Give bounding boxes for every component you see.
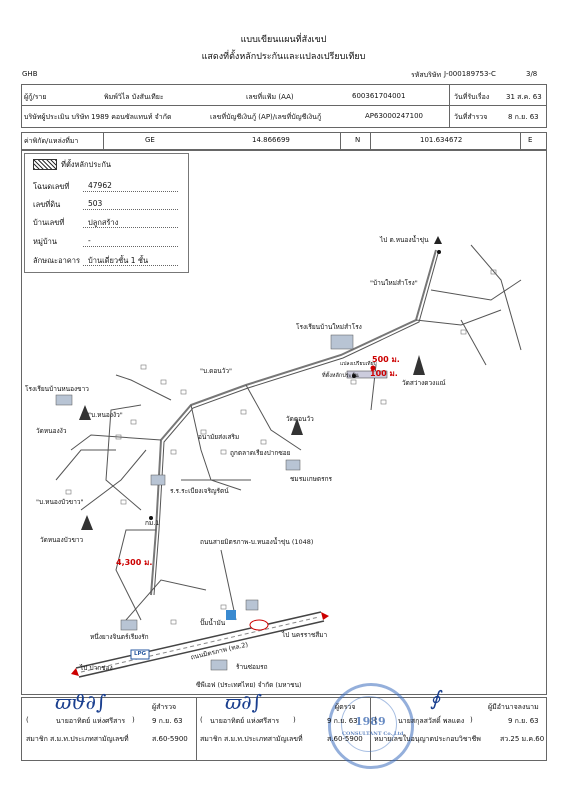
map-label-road-1048: ถนนสายมิตรภาพ-บ.หนองน้ำขุ่น (1048) — [200, 538, 314, 546]
distance-100: 100 ม. — [370, 369, 398, 378]
surveyor-signature: ϖϑ∂∫ — [55, 690, 107, 714]
appraiser-label: บริษัทผู้ประเมิน บริษัท 1989 คอนซัลแทนท์… — [24, 113, 172, 121]
reviewer-member-no: ส.60-5900 — [327, 735, 363, 743]
coord-label: ค่าพิกัด/แหล่งที่มา — [24, 137, 79, 145]
collateral-hatch-icon — [33, 159, 57, 170]
surveyor-name: นายอาทิตย์ แห่งศรีสาร — [56, 717, 126, 725]
map-label-ban-don-wua: "บ.ดอนวัว" — [200, 367, 233, 375]
map-label-ban-nong-ngao: "บ.หนองงัว" — [88, 411, 123, 419]
stamp-text: CONSULTANT Co.,Ltd — [342, 731, 404, 737]
legend-village: - — [88, 236, 91, 245]
distance-4300: 4,300 ม. — [116, 558, 153, 567]
map-label-to-north: ไป ต.หนองน้ำขุ่น — [380, 236, 429, 244]
legend-building: บ้านเดี่ยวชั้น 1 ชั้น — [88, 256, 149, 265]
company-code-label: รหัสบริษัท — [411, 71, 442, 79]
map-label-coop: ชมรมเกษตรกร — [290, 475, 333, 483]
borrower-name: พิมพ์วิไล บังสันเทียะ — [104, 93, 164, 101]
map-frame — [21, 150, 547, 695]
map-label-shop-bottom: ร้านซ่อมรถ — [236, 663, 268, 671]
ap-number: AP63000247100 — [365, 112, 423, 120]
distance-500: 500 ม. — [372, 355, 400, 364]
legend-land-no: 503 — [88, 199, 103, 208]
surveyor-member-label: สมาชิก ส.ม.ท.ประเภทสามัญเลขที่ — [26, 735, 129, 743]
coord-row — [21, 132, 547, 150]
map-label-wat-nong-khwao: วัดหนองบัวขาว — [40, 536, 84, 544]
approver-signature: ∮ — [430, 686, 441, 710]
borrower-label: ผู้กู้/ราย — [24, 93, 47, 101]
signature-table — [21, 697, 547, 761]
reviewer-role: ผู้ตรวจ — [335, 703, 356, 711]
map-label-school-nong-khwao: โรงเรียนบ้านหนองขาว — [25, 385, 89, 393]
map-label-ban-nong-khwao: "บ.หนองบัวขาว" — [36, 498, 84, 506]
file-no-label: เลขที่แฟ้ม (AA) — [246, 93, 294, 101]
reviewer-member-label: สมาชิก ส.ม.ท.ประเภทสามัญเลขที่ — [200, 735, 303, 743]
collateral-tag: ที่ตั้งหลักประกัน — [322, 373, 359, 379]
map-label-shop-top: ปั๊มน้ำมัน — [200, 619, 226, 627]
file-no: 600361704001 — [352, 92, 406, 100]
reviewer-date: 9 ก.ย. 63 — [327, 717, 358, 725]
map-label-ban-mai: "บ้านใหม่สำโรง" — [370, 279, 418, 287]
legend-building-label: ลักษณะอาคาร — [33, 256, 81, 265]
coord-source: GE — [145, 136, 155, 144]
map-label-store-left: หนึ่งยางจินตร์เรียงรัก — [90, 633, 149, 641]
latitude-dir: N — [355, 136, 361, 144]
surveyor-role: ผู้สำรวจ — [152, 703, 177, 711]
map-label-wat-nong-ngao: วัดหนองงัว — [36, 427, 67, 435]
map-label-wat-don-wua: วัดดอนวัว — [286, 415, 314, 423]
reviewer-name: นายอาทิตย์ แห่งศรีสาร — [210, 717, 280, 725]
ap-label: เลขที่บัญชีเงินกู้ (AP)/เลขที่บัญชีเงินก… — [210, 113, 322, 121]
doc-title: แบบเขียนแผนที่สังเขป — [240, 35, 327, 45]
approver-role: ผู้มีอำนาจลงนาม — [488, 703, 539, 711]
inspect-date: 8 ก.ย. 63 — [508, 113, 539, 121]
map-label-wat-rang: วัดสว่างดวงแณ์ — [402, 379, 446, 387]
legend-box: ที่ตั้งหลักประกัน โฉนดเลขที่ 47962 เลขที… — [24, 153, 189, 273]
info-table — [21, 84, 547, 128]
map-label-to-east: ไป นครราชสีมา — [282, 631, 328, 639]
lpg-logo: LPG — [134, 651, 147, 657]
page-number: 3/8 — [526, 70, 538, 78]
approver-member-no: สว.25 ม.ค.60 — [500, 735, 545, 743]
legend-deed-no: 47962 — [88, 181, 112, 190]
received-date: 31 ส.ค. 63 — [506, 93, 542, 101]
company-code: J-000189753-C — [444, 70, 496, 78]
location-map — [55, 236, 522, 678]
legend-house-no: ปลูกสร้าง — [88, 218, 119, 227]
legend-land-label: เลขที่ดิน — [33, 200, 61, 209]
longitude-dir: E — [528, 136, 533, 144]
legend-house-label: บ้านเลขที่ — [33, 218, 65, 227]
bank-code: GHB — [22, 70, 38, 78]
surveyor-member-no: ส.60-5900 — [152, 735, 188, 743]
latitude: 14.866699 — [252, 136, 290, 144]
company-stamp: 1989 CONSULTANT Co.,Ltd — [328, 683, 414, 769]
surveyor-date: 9 ก.ย. 63 — [152, 717, 183, 725]
reviewer-signature: ϖ∂∫ — [225, 690, 263, 714]
legend-village-label: หมู่บ้าน — [33, 237, 57, 246]
legend-collateral-label: ที่ตั้งหลักประกัน — [61, 160, 112, 169]
approver-date: 9 ก.ย. 63 — [508, 717, 539, 725]
map-label-company-bottom: ซีพีเอฟ (ประเทศไทย) จำกัด (มหาชน) — [196, 681, 302, 689]
map-label-market: ถูกตลาดเรียงปากซอย — [230, 449, 291, 457]
longitude: 101.634672 — [420, 136, 463, 144]
approver-member-label: หมายเลขใบอนุญาตประกอบวิชาชีพ — [374, 735, 481, 743]
legend-deed-label: โฉนดเลขที่ — [33, 182, 70, 191]
doc-subtitle: แสดงที่ตั้งหลักประกันและแปลงเปรียบเทียบ — [201, 52, 366, 62]
compare-tag: แปลงเปรียบเทียบ — [340, 361, 377, 367]
map-label-km: กม.1 — [145, 519, 160, 527]
map-label-school-local: ร.ร.ระเบียงเจริญรัตน์ — [170, 487, 229, 495]
stamp-year: 1989 — [355, 715, 386, 728]
inspect-label: วันที่สำรวจ — [454, 113, 488, 121]
map-label-school-mai: โรงเรียนบ้านใหม่สำโรง — [296, 323, 362, 331]
approver-name: นายสกุลสวัสดิ์ พลแดง — [398, 717, 465, 725]
received-label: วันที่รับเรื่อง — [454, 93, 490, 101]
map-label-to-west: ไป ปากช่อง — [80, 664, 113, 672]
map-label-school-health: อนามัยส่งเสริม — [198, 433, 240, 441]
